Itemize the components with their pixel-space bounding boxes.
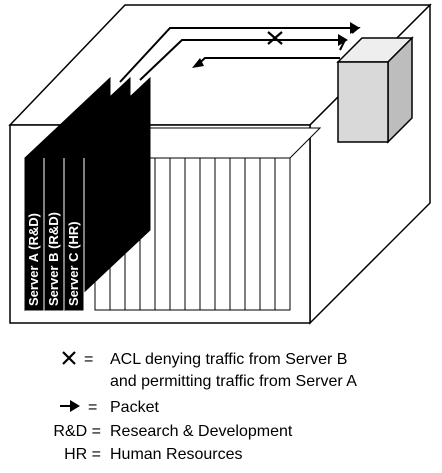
legend-packet-equals: = (88, 399, 97, 416)
server-blades (24, 76, 151, 312)
legend-packet-arrow-icon (70, 400, 80, 412)
server-a-front (24, 157, 44, 311)
packet-arrow-icon (350, 22, 360, 34)
legend-hr-text: Human Resources (110, 446, 243, 463)
legend: = ACL denying traffic from Server B and … (53, 351, 357, 463)
legend-acl-line1: ACL denying traffic from Server B (110, 351, 347, 368)
packet-arrow-icon (192, 58, 204, 68)
server-c-label: Server C (HR) (66, 221, 81, 306)
deny-x-icon (267, 31, 283, 45)
flow-path-inner (139, 39, 347, 81)
legend-packet-text: Packet (110, 399, 159, 416)
legend-rd-text: Research & Development (110, 423, 293, 440)
server-a-label: Server A (R&D) (26, 213, 41, 306)
legend-acl-line2: and permitting traffic from Server A (110, 373, 357, 390)
server-b-label: Server B (R&D) (46, 212, 61, 306)
legend-hr-abbrev: HR = (64, 446, 101, 463)
acl-device-front (337, 61, 389, 143)
acl-device (336, 36, 414, 144)
packet-arrow-icon (338, 34, 348, 46)
legend-acl-equals: = (84, 351, 93, 368)
legend-deny-x-icon (62, 351, 76, 365)
legend-rd-abbrev: R&D = (53, 423, 101, 440)
